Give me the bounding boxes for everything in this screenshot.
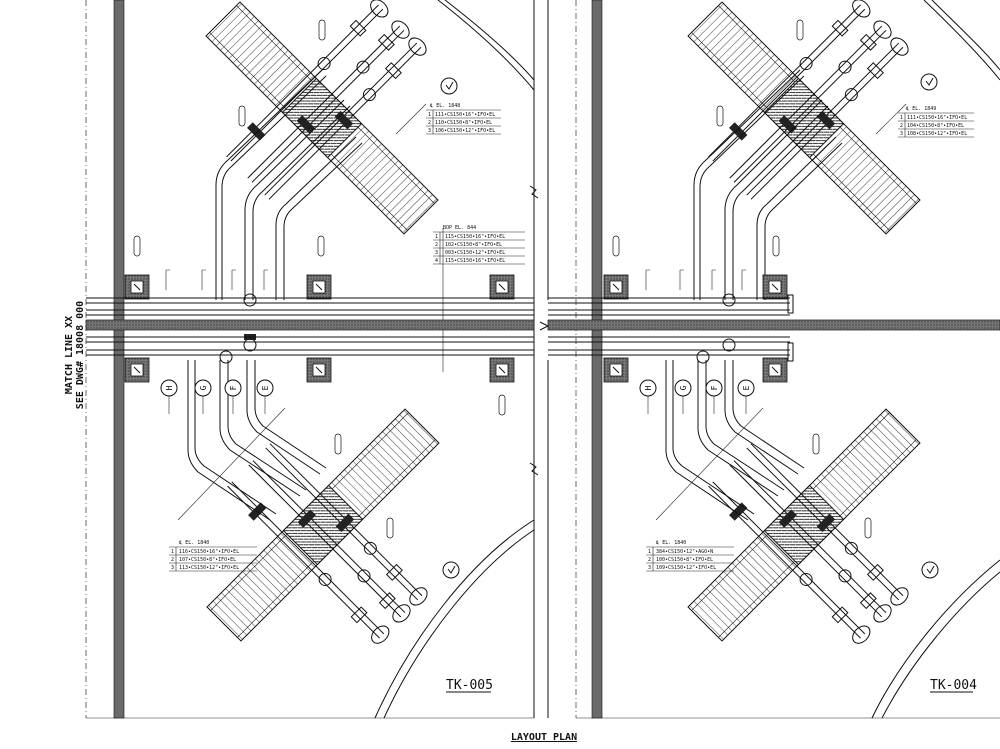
table-header: ℄ EL. 1840 <box>178 540 209 546</box>
line-table-3: ℄ EL. 1840 1 116•CS150•16"•IFO•EL 2 107•… <box>169 540 257 572</box>
marker-g-right: G <box>679 385 688 390</box>
marker-f-left: F <box>229 385 238 390</box>
table-header: ℄ EL. 1848 <box>429 103 460 109</box>
table-row-num: 1 <box>428 112 431 118</box>
check-symbol-lower-right <box>921 561 939 579</box>
table-row-text: 110•CS150•8"•IFO•EL <box>435 120 492 126</box>
table-row-text: 384•CS150•12"•AGO•N <box>656 549 713 555</box>
drawing-title: LAYOUT PLAN <box>511 732 577 743</box>
match-line-note: MATCH LINE XX SEE DWG# 18008 000 <box>64 301 86 409</box>
line-table-1: ℄ EL. 1848 1 111•CS150•16"•IFO•EL 2 110•… <box>426 103 501 135</box>
table-header: ℄ EL. 1840 <box>655 540 686 546</box>
table-row-num: 2 <box>428 120 431 126</box>
table-row-num: 3 <box>435 250 438 256</box>
check-symbol-lower-left <box>442 561 460 579</box>
marker-h-left: H <box>165 385 174 390</box>
table-row-text: 116•CS150•16"•IFO•EL <box>179 549 239 555</box>
table-row-num: 2 <box>900 123 903 129</box>
table-row-num: 1 <box>435 234 438 240</box>
left-panel <box>85 0 535 719</box>
table-row-text: 108•CS150•12"•IFO•EL <box>907 131 967 137</box>
table-row-num: 3 <box>900 131 903 137</box>
table-row-text: 003•CS150•12"•IFO•EL <box>445 250 505 256</box>
tank-label-tk-005: TK-005 <box>446 678 493 693</box>
table-row-text: 115•CS150•16"•IFO•EL <box>445 258 505 264</box>
table-row-num: 1 <box>171 549 174 555</box>
line-table-2: BOP EL. 844 1 115•CS150•16"•IFO•EL 2 102… <box>433 225 525 265</box>
table-row-text: 111•CS150•16"•IFO•EL <box>435 112 495 118</box>
table-row-text: 107•CS150•8"•IFO•EL <box>179 557 236 563</box>
marker-e-right: E <box>742 385 751 390</box>
table-row-num: 2 <box>171 557 174 563</box>
right-panel <box>547 0 1000 719</box>
line-table-5: ℄ EL. 1840 1 384•CS150•12"•AGO•N 2 100•C… <box>646 540 734 572</box>
table-row-text: 102•CS150•8"•IFO•EL <box>445 242 502 248</box>
tank-label-tk-004: TK-004 <box>930 678 977 693</box>
table-row-num: 1 <box>900 115 903 121</box>
check-symbol-upper-right <box>920 73 938 91</box>
table-row-text: 115•CS150•16"•IFO•EL <box>445 234 505 240</box>
table-header: BOP EL. 844 <box>443 225 476 231</box>
table-row-text: 104•CS150•8"•IFO•EL <box>907 123 964 129</box>
grid-markers-left: H G F E <box>160 379 274 414</box>
table-row-num: 1 <box>648 549 651 555</box>
marker-h-right: H <box>644 385 653 390</box>
match-line-text-2: SEE DWG# 18008 000 <box>75 301 86 409</box>
table-row-text: 111•CS150•16"•IFO•EL <box>907 115 967 121</box>
table-row-text: 109•CS150•12"•IFO•EL <box>656 565 716 571</box>
table-row-num: 3 <box>648 565 651 571</box>
table-row-num: 2 <box>648 557 651 563</box>
marker-e-left: E <box>261 385 270 390</box>
table-row-text: 113•CS150•12"•IFO•EL <box>179 565 239 571</box>
tank-label-text: TK-004 <box>930 678 977 693</box>
table-row-num: 3 <box>171 565 174 571</box>
line-table-4: ℄ EL. 1849 1 111•CS150•16"•IFO•EL 2 104•… <box>898 106 974 138</box>
tank-wall-right <box>591 0 603 719</box>
table-row-text: 106•CS150•12"•IFO•EL <box>435 128 495 134</box>
tank-wall-left <box>113 0 125 719</box>
pipe-rack <box>85 185 1000 476</box>
marker-g-left: G <box>199 385 208 390</box>
table-row-text: 100•CS150•8"•IFO•EL <box>656 557 713 563</box>
grid-markers-right: H G F E <box>639 379 755 414</box>
marker-f-right: F <box>710 385 719 390</box>
tank-label-text: TK-005 <box>446 678 493 693</box>
table-row-num: 4 <box>435 258 438 264</box>
match-line-text-1: MATCH LINE XX <box>64 316 75 394</box>
table-row-num: 3 <box>428 128 431 134</box>
table-header: ℄ EL. 1849 <box>905 106 936 112</box>
check-symbol-upper-left <box>440 77 458 95</box>
table-row-num: 2 <box>435 242 438 248</box>
